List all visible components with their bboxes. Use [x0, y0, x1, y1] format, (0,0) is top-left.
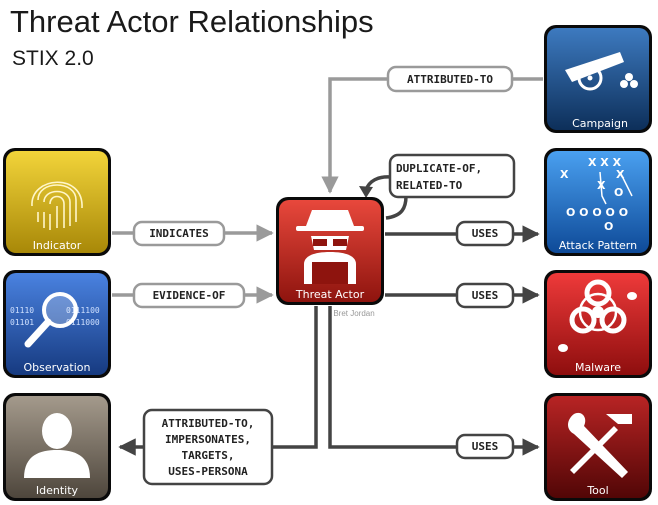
biohazard-icon	[569, 279, 627, 334]
svg-text:TARGETS,: TARGETS,	[182, 449, 235, 462]
label-uses-tool: USES	[455, 433, 515, 460]
svg-text:INDICATES: INDICATES	[149, 227, 209, 240]
node-threat-actor[interactable]: Threat Actor	[276, 197, 384, 305]
binary-text-4: 0111000	[66, 318, 100, 327]
node-campaign[interactable]: Campaign	[544, 25, 652, 133]
svg-text:ATTRIBUTED-TO,: ATTRIBUTED-TO,	[162, 417, 255, 430]
node-attack-pattern[interactable]: X X X X X X O O O O O O O Attack Pattern	[544, 148, 652, 256]
svg-text:X: X	[560, 168, 569, 181]
edge-threat-actor-to-tool	[328, 306, 540, 456]
binary-text-1: 01110	[10, 306, 34, 315]
node-indicator[interactable]: Indicator	[3, 148, 111, 256]
node-malware-label: Malware	[575, 361, 621, 374]
hammer-wrench-icon	[568, 412, 632, 478]
play-diagram-icon: X X X X X X O O O O O O O	[560, 156, 633, 233]
spy-hacker-icon	[296, 210, 364, 284]
svg-text:O O O O O: O O O O O	[566, 206, 628, 219]
svg-text:O: O	[614, 186, 623, 199]
magnifier-icon	[24, 292, 78, 348]
svg-text:USES-PERSONA: USES-PERSONA	[168, 465, 248, 478]
page-subtitle: STIX 2.0	[12, 47, 94, 70]
svg-text:USES: USES	[472, 440, 499, 453]
node-observation-label: Observation	[24, 361, 91, 374]
label-uses-attack-pattern: USES	[455, 220, 515, 247]
binary-text-3: 0111100	[66, 306, 100, 315]
label-duplicate-of: DUPLICATE-OF, RELATED-TO	[388, 153, 516, 199]
fingerprint-icon	[31, 181, 83, 230]
svg-text:DUPLICATE-OF,: DUPLICATE-OF,	[396, 162, 482, 175]
svg-text:USES: USES	[472, 227, 499, 240]
label-indicates: INDICATES	[132, 220, 226, 247]
self-loop-arrowhead	[359, 186, 373, 198]
node-attack-pattern-label: Attack Pattern	[559, 239, 637, 252]
label-evidence-of: EVIDENCE-OF	[132, 282, 246, 309]
svg-text:USES: USES	[472, 289, 499, 302]
svg-text:X X X: X X X	[588, 156, 622, 169]
svg-text:O: O	[604, 220, 613, 233]
svg-text:ATTRIBUTED-TO: ATTRIBUTED-TO	[407, 73, 493, 86]
cannon-icon	[565, 52, 638, 91]
svg-text:IMPERSONATES,: IMPERSONATES,	[165, 433, 251, 446]
node-campaign-label: Campaign	[572, 117, 628, 130]
person-icon	[24, 413, 90, 478]
node-tool-label: Tool	[586, 484, 608, 497]
bug-icon	[558, 292, 637, 352]
node-tool[interactable]: Tool	[544, 393, 652, 501]
node-identity[interactable]: Identity	[3, 393, 111, 501]
binary-text-2: 01101	[10, 318, 34, 327]
node-observation[interactable]: 01110 01101 0111100 0111000 Observation	[3, 270, 111, 378]
svg-text:RELATED-TO: RELATED-TO	[396, 179, 463, 192]
node-indicator-label: Indicator	[33, 239, 82, 252]
node-threat-actor-label: Threat Actor	[295, 288, 365, 301]
credit-text: Bret Jordan	[333, 309, 374, 318]
label-uses-malware: USES	[455, 282, 515, 309]
node-malware[interactable]: Malware	[544, 270, 652, 378]
label-attributed-to: ATTRIBUTED-TO	[386, 65, 514, 93]
label-identity-relations: ATTRIBUTED-TO, IMPERSONATES, TARGETS, US…	[142, 408, 274, 486]
svg-text:EVIDENCE-OF: EVIDENCE-OF	[153, 289, 226, 302]
node-identity-label: Identity	[36, 484, 79, 497]
page-title: Threat Actor Relationships	[10, 4, 374, 39]
